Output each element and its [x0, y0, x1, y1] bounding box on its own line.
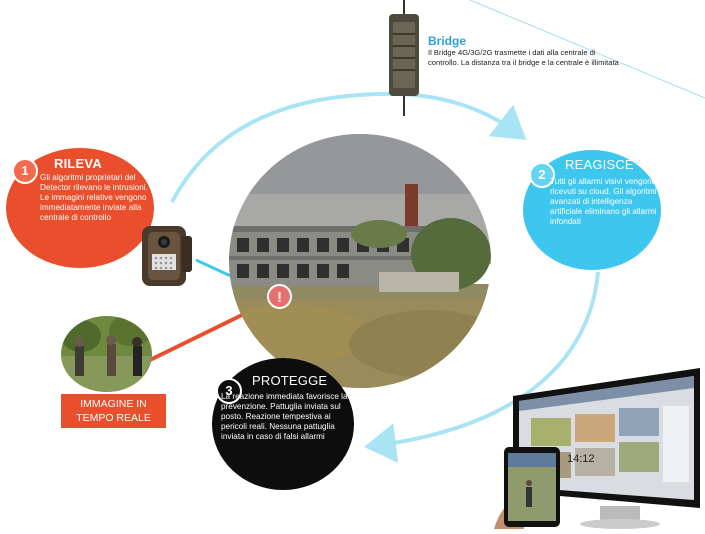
- monitor-clock: 14:12: [567, 453, 595, 465]
- flow-arrow-right: [364, 271, 600, 463]
- step-number: 1: [12, 158, 38, 184]
- bridge-description: Il Bridge 4G/3G/2G trasmette i dati alla…: [428, 48, 619, 67]
- alert-icon: !: [267, 284, 292, 309]
- bridge-title: Bridge: [428, 34, 467, 48]
- bridge-device-icon: [383, 0, 425, 116]
- step-title: RILEVA: [54, 156, 102, 171]
- realtime-image-label: IMMAGINE IN TEMPO REALE: [61, 394, 166, 428]
- step-title: REAGISCE: [565, 157, 634, 172]
- step-title: PROTEGGE: [252, 373, 328, 388]
- step-reagisce: 2 REAGISCE Tutti gli allarmi visivi veng…: [523, 150, 661, 270]
- step-number: 3: [216, 378, 242, 404]
- detector-camera-icon: [138, 222, 194, 290]
- step-description: La reazione immediata favorisce la preve…: [221, 392, 348, 441]
- step-number: 2: [529, 162, 555, 188]
- decorative-diagonal-line: [469, 0, 705, 99]
- flow-arrow-top: [170, 91, 527, 203]
- realtime-link-line: [149, 312, 245, 362]
- step-protegge: 3 PROTEGGE La reazione immediata favoris…: [212, 358, 354, 490]
- step-description: Gli algoritmi proprietari del Detector r…: [40, 173, 148, 222]
- step-description: Tutti gli allarmi visivi vengono ricevut…: [550, 177, 657, 226]
- tablet-icon: [494, 443, 564, 529]
- realtime-image-photo: [61, 316, 152, 392]
- step-rileva: 1 RILEVA Gli algoritmi proprietari del D…: [6, 148, 154, 268]
- site-photo: [229, 134, 491, 388]
